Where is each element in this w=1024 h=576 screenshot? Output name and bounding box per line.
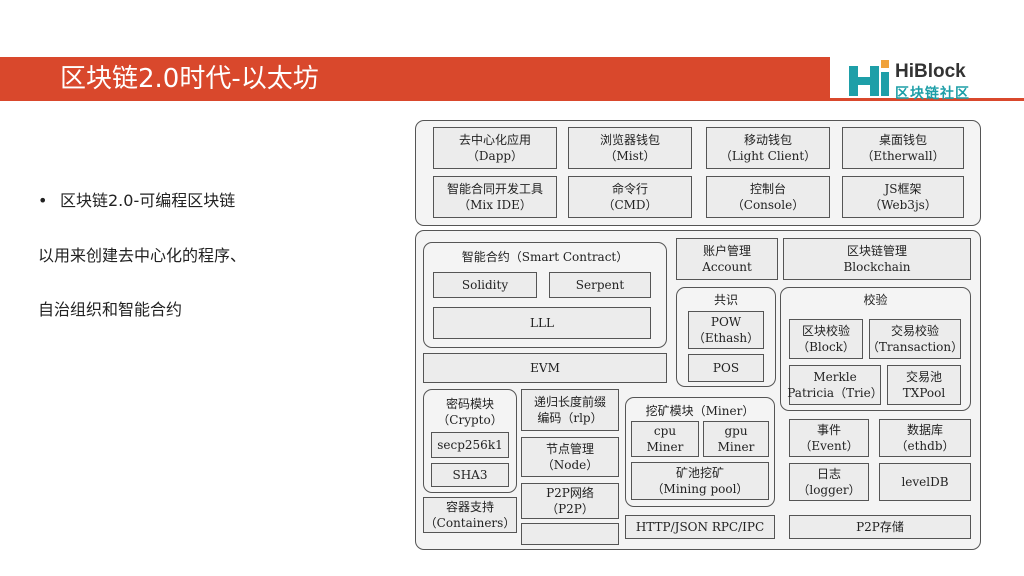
crypto-label-2: （Crypto） [437,413,503,427]
mining-pool-box: 矿池挖矿（Mining pool） [631,462,769,500]
console-box: 控制台（Console） [706,176,830,218]
evm-box: EVM [423,353,667,383]
miner-label: 挖矿模块（Miner） [645,404,755,418]
serpent-box: Serpent [549,272,651,298]
web3js-box: JS框架（Web3js） [842,176,964,218]
cmd-box: 命令行（CMD） [568,176,692,218]
rpc-box: HTTP/JSON RPC/IPC [625,515,775,539]
leveldb-box: levelDB [879,463,971,501]
event-box: 事件（Event） [789,419,869,457]
secp256k1-box: secp256k1 [431,432,509,458]
block-verify-box: 区块校验（Block） [789,319,863,359]
rlp-box: 递归长度前缀编码（rlp） [521,389,619,431]
tx-verify-box: 交易校验（Transaction） [867,319,963,359]
mix-ide-box: 智能合同开发工具（Mix IDE） [433,176,557,218]
p2p-storage-box: P2P存储 [789,515,971,539]
p2p-network-box: P2P网络（P2P） [521,483,619,519]
unnamed-box [521,523,619,545]
slide-title: 区块链2.0时代-以太坊 [60,64,319,94]
etherwall-box: 桌面钱包（Etherwall） [842,127,964,169]
light-client-box: 移动钱包（Light Client） [706,127,830,169]
hiblock-logo-icon [849,60,889,96]
body-line-1: 以用来创建去中心化的程序、 [38,246,247,265]
bullet-item: • 区块链2.0-可编程区块链 [38,187,235,211]
logo-subtitle: 区块链社区 [895,86,970,102]
crypto-label-1: 密码模块 [445,397,494,411]
logger-box: 日志（logger） [789,463,869,501]
node-box: 节点管理（Node） [521,437,619,477]
sha3-box: SHA3 [431,463,509,487]
body-line-2: 自治组织和智能合约 [38,300,183,319]
ethdb-box: 数据库（ethdb） [879,419,971,457]
pos-box: POS [688,354,764,382]
solidity-box: Solidity [433,272,537,298]
bullet-dot: • [38,191,48,210]
title-bar: 区块链2.0时代-以太坊 [0,57,830,101]
logo-name: HiBlock [895,61,966,82]
dapp-box: 去中心化应用（Dapp） [433,127,557,169]
consensus-label: 共识 [713,293,738,307]
ethereum-architecture-diagram: 去中心化应用（Dapp） 浏览器钱包（Mist） 移动钱包（Light Clie… [413,119,983,550]
smart-contract-label: 智能合约（Smart Contract） [461,250,629,264]
hiblock-logo: HiBlock 区块链社区 [847,58,982,102]
mist-box: 浏览器钱包（Mist） [568,127,692,169]
verify-label: 校验 [863,293,888,307]
pow-box: POW（Ethash） [688,311,764,349]
bullet-text: 区块链2.0-可编程区块链 [60,191,236,210]
containers-box: 容器支持（Containers） [423,497,517,533]
title-underline [830,98,1024,101]
lll-box: LLL [433,307,651,339]
